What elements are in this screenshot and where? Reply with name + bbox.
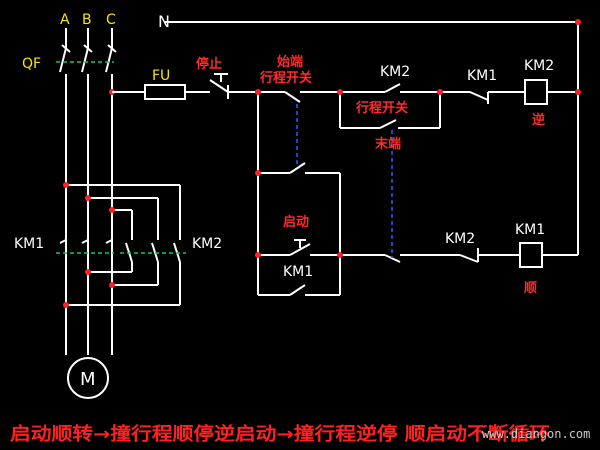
label-km2-coil: KM2 xyxy=(524,58,554,74)
label-start: 启动 xyxy=(283,214,309,230)
label-km1-coil: KM1 xyxy=(515,222,545,238)
label-km2-interlock: KM2 xyxy=(445,231,475,247)
label-km2-main: KM2 xyxy=(192,236,222,252)
label-fuse: FU xyxy=(152,68,170,84)
label-phase-c: C xyxy=(106,12,116,28)
label-end-limit: 末端 xyxy=(374,136,401,152)
label-km1-hold: KM1 xyxy=(283,264,313,280)
label-limit-switch: 行程开关 xyxy=(355,100,408,116)
label-start-limit-top: 始端 xyxy=(277,54,303,70)
control-junction-dots xyxy=(255,19,581,258)
label-km1-main: KM1 xyxy=(14,236,44,252)
label-neutral: N xyxy=(158,12,170,31)
label-motor: M xyxy=(80,369,96,390)
power-circuit xyxy=(59,28,181,399)
label-start-limit-bottom: 行程开关 xyxy=(259,70,312,86)
breaker-mechanical-links xyxy=(56,61,186,254)
limit-switch-mechanical-links xyxy=(296,104,393,258)
label-phase-b: B xyxy=(82,12,92,28)
caption: 启动顺转→撞行程顺停逆启动→撞行程逆停 顺启动不断循环 xyxy=(10,423,550,445)
label-km1-interlock: KM1 xyxy=(467,68,497,84)
label-breaker: QF xyxy=(22,56,41,72)
label-km2-aux: KM2 xyxy=(380,64,410,80)
label-forward: 顺 xyxy=(524,281,537,296)
label-reverse: 逆 xyxy=(532,112,545,128)
label-stop: 停止 xyxy=(196,56,222,72)
label-phase-a: A xyxy=(60,12,70,28)
control-wiring xyxy=(112,21,579,296)
watermark: www.diangon.com xyxy=(482,427,590,441)
